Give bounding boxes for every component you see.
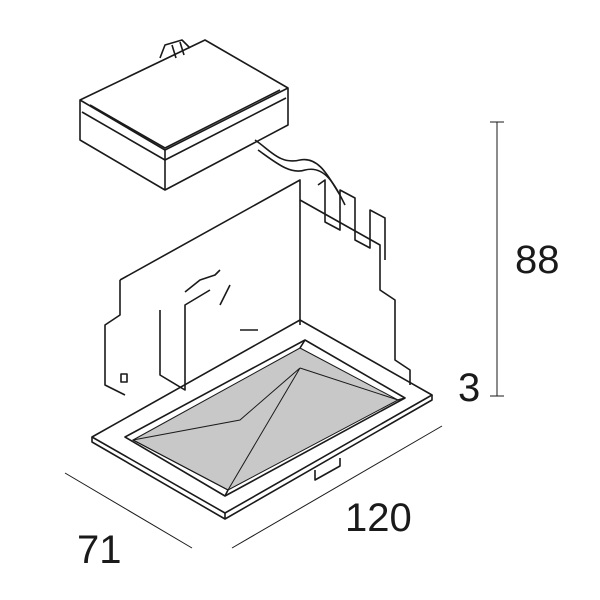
trim-frame <box>91 319 433 520</box>
width-dimension-line <box>64 472 193 549</box>
trim-thickness-label: 3 <box>458 366 481 410</box>
length-label: 120 <box>345 496 412 540</box>
housing <box>104 179 411 396</box>
width-label: 71 <box>77 528 122 572</box>
dimension-lines <box>64 121 504 549</box>
reflector <box>131 347 400 491</box>
driver-box <box>79 39 346 206</box>
height-label: 88 <box>515 238 560 282</box>
length-dimension-line <box>231 425 443 549</box>
